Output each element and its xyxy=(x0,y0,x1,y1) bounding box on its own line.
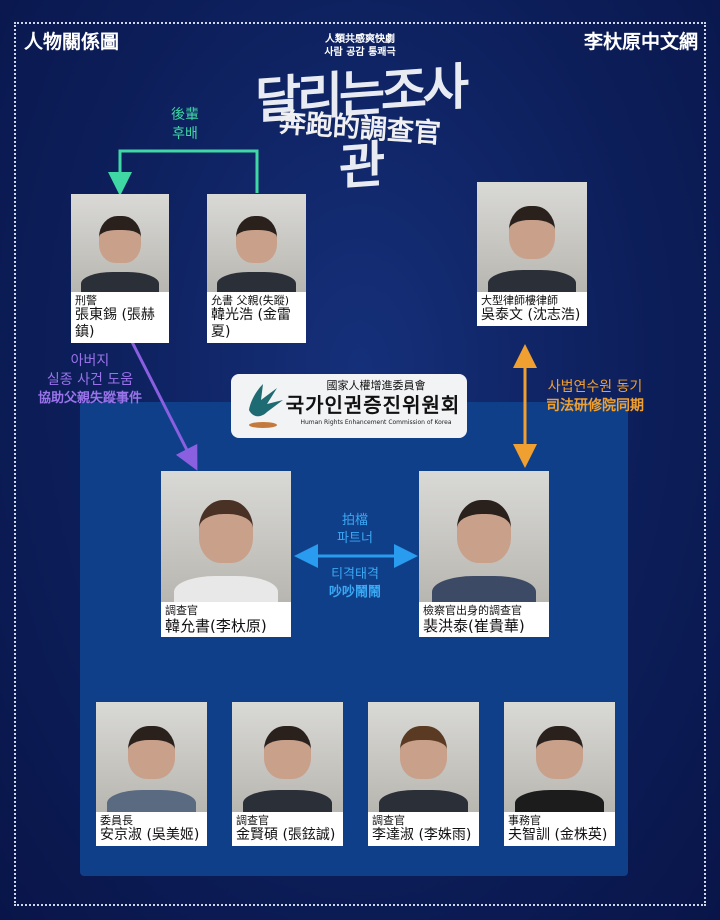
character-name: 夫智訓 (金株英) xyxy=(508,827,608,844)
character-role: 檢察官出身的調查官 xyxy=(423,604,522,617)
character-name: 金賢碩 (張鉉誠) xyxy=(236,827,336,844)
tagline-zh: 人類共感爽快劇 xyxy=(325,34,395,45)
portrait-photo xyxy=(71,194,169,292)
character-card-han-father: 允書 父親(失蹤)韓光浩 (金雷夏) xyxy=(207,194,306,343)
commission-logo: 國家人權增進委員會 국가인권증진위원회 Human Rights Enhance… xyxy=(231,374,467,438)
hand-logo-icon xyxy=(249,384,283,428)
character-role: 調查官 xyxy=(236,814,269,827)
father-ko1: 아버지 xyxy=(70,353,110,369)
portrait-photo xyxy=(504,702,615,812)
character-role: 刑警 xyxy=(75,294,97,307)
junior-ko: 후배 xyxy=(172,125,198,142)
character-role: 大型律師樓律師 xyxy=(481,294,558,307)
junior-zh: 後輩 xyxy=(171,107,199,123)
junior-arrow xyxy=(108,149,259,196)
classmates-ko: 사법연수원 동기 xyxy=(547,379,643,395)
character-role: 調查官 xyxy=(165,604,198,617)
character-card-kim: 調查官金賢碩 (張鉉誠) xyxy=(232,702,343,846)
character-name: 裴洪泰(崔貴華) xyxy=(423,617,525,636)
character-name: 安京淑 (吳美姬) xyxy=(100,827,200,844)
character-role: 調查官 xyxy=(372,814,405,827)
character-card-ahn: 委員長安京淑 (吳美姬) xyxy=(96,702,207,846)
portrait-photo xyxy=(419,471,549,602)
portrait-photo xyxy=(477,182,587,292)
character-role: 委員長 xyxy=(100,814,133,827)
chart-title: 人物關係圖 xyxy=(24,31,120,53)
portrait-photo xyxy=(368,702,479,812)
partner-ko2: 티격태격 xyxy=(331,567,379,582)
character-role: 事務官 xyxy=(508,814,541,827)
character-name: 吳泰文 (沈志浩) xyxy=(481,307,581,324)
partner-zh: 拍檔 xyxy=(341,513,368,528)
character-name: 李達淑 (李姝雨) xyxy=(372,827,472,844)
character-card-oh: 大型律師樓律師吳泰文 (沈志浩) xyxy=(477,182,587,326)
portrait-photo xyxy=(207,194,306,292)
partner-label-2: 티격태격 吵吵鬧鬧 xyxy=(310,566,400,601)
character-name: 張東錫 (張赫鎮) xyxy=(75,307,155,340)
father-arrow xyxy=(126,333,198,471)
logo-ko: 국가인권증진위원회 xyxy=(285,393,461,417)
portrait-photo xyxy=(232,702,343,812)
character-card-jang: 刑警張東錫 (張赫鎮) xyxy=(71,194,169,343)
father-ko2: 실종 사건 도움 xyxy=(46,371,134,388)
logo-zh: 國家人權增進委員會 xyxy=(326,379,426,392)
classmates-label: 사법연수원 동기 司法研修院同期 xyxy=(530,378,660,416)
junior-label: 後輩 후배 xyxy=(150,106,220,144)
portrait-photo xyxy=(96,702,207,812)
character-card-bae: 檢察官出身的調查官裴洪泰(崔貴華) xyxy=(419,471,549,638)
site-name: 李杕原中文網 xyxy=(583,31,698,53)
father-zh: 協助父親失蹤事件 xyxy=(37,390,142,406)
partner-ko: 파트너 xyxy=(337,530,373,546)
character-card-han: 調查官韓允書(李杕原) xyxy=(161,471,291,638)
character-name: 韓允書(李杕原) xyxy=(165,617,267,636)
character-role: 允書 父親(失蹤) xyxy=(211,294,290,307)
portrait-photo xyxy=(161,471,291,602)
character-card-boo: 事務官夫智訓 (金株英) xyxy=(504,702,615,846)
character-name: 韓光浩 (金雷夏) xyxy=(211,307,291,340)
partner-label: 拍檔 파트너 xyxy=(310,512,400,547)
logo-en: Human Rights Enhancement Commission of K… xyxy=(300,419,452,426)
tagline-ko: 사람 공감 통쾌극 xyxy=(324,47,396,58)
partner-zh2: 吵吵鬧鬧 xyxy=(328,584,381,600)
classmates-zh: 司法研修院同期 xyxy=(546,397,644,414)
dotted-frame xyxy=(14,22,706,906)
character-card-lee: 調查官李達淑 (李姝雨) xyxy=(368,702,479,846)
